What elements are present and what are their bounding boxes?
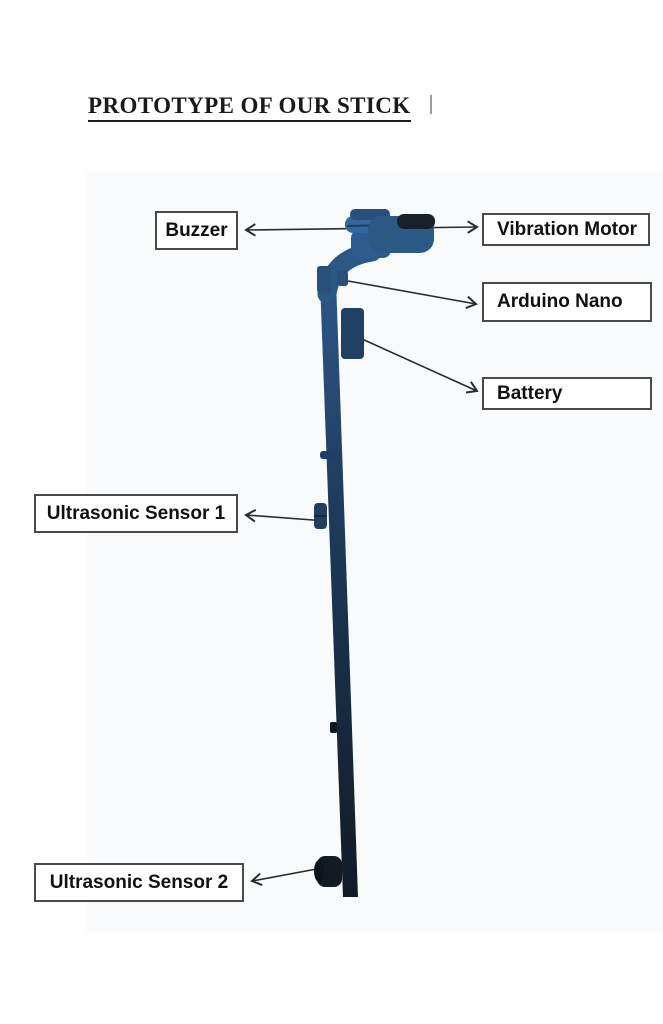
lower-ferrule xyxy=(330,722,337,733)
ultrasonic1-arrow xyxy=(244,509,327,523)
callout-arrows xyxy=(244,220,479,886)
ultrasonic2-arrow xyxy=(250,867,323,886)
arduino-component xyxy=(317,266,331,293)
grip-dark-cap xyxy=(397,214,435,229)
arduino-arrow xyxy=(347,280,478,310)
stick-shaft xyxy=(320,281,358,897)
shaft-joint xyxy=(320,451,338,459)
battery-component xyxy=(341,308,364,359)
sensor2-lens xyxy=(314,860,324,882)
label-box-buzzer: Buzzer xyxy=(155,211,238,250)
stick xyxy=(314,209,435,897)
text-cursor-artifact xyxy=(430,95,432,114)
ultrasonic2-component xyxy=(317,856,342,887)
label-box-arduino-nano: Arduino Nano xyxy=(482,282,652,322)
arduino-nub xyxy=(337,271,348,286)
label-box-ultrasonic-sensor-2: Ultrasonic Sensor 2 xyxy=(34,863,244,902)
battery-arrow xyxy=(361,338,479,394)
label-box-battery: Battery xyxy=(482,377,652,410)
label-box-vibration-motor: Vibration Motor xyxy=(482,213,650,246)
label-box-ultrasonic-sensor-1: Ultrasonic Sensor 1 xyxy=(34,494,238,533)
page-title: PROTOTYPE OF OUR STICK xyxy=(88,93,411,122)
